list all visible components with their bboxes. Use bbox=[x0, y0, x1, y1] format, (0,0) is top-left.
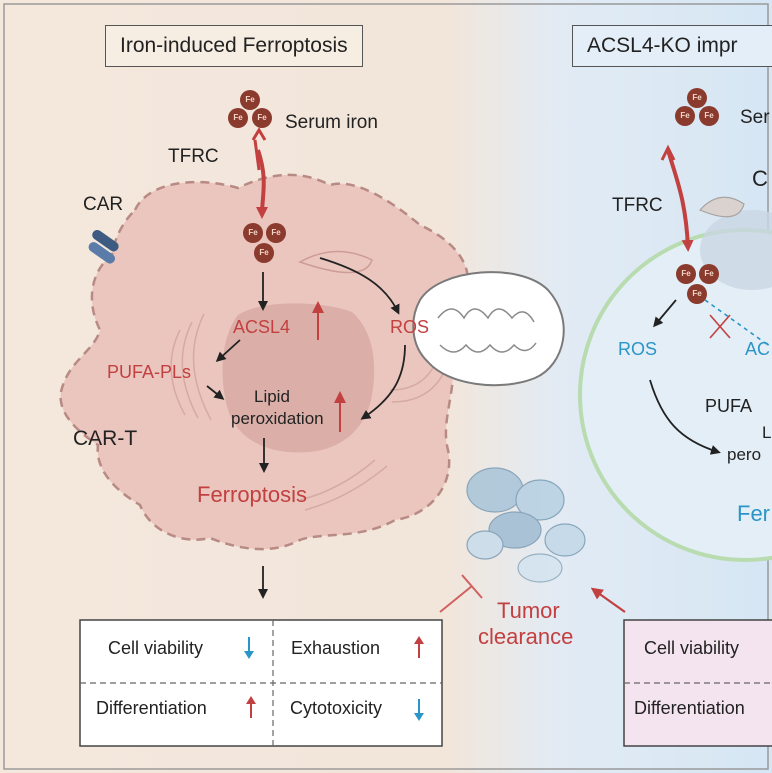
right-tfrc-arrow bbox=[666, 149, 694, 252]
car-t-label: CAR-T bbox=[73, 427, 138, 450]
up-arrow-icon bbox=[414, 636, 424, 658]
right-lipid-arrow bbox=[649, 379, 721, 455]
car-receptor bbox=[88, 229, 119, 264]
iron-particle: Fe bbox=[254, 243, 274, 263]
iron-particle: Fe bbox=[243, 223, 263, 243]
serum-iron-label: Serum iron bbox=[285, 112, 378, 133]
inhibition-bar bbox=[461, 574, 483, 599]
right-pero-label: pero bbox=[727, 445, 762, 464]
tumor-label: Tumor bbox=[497, 598, 560, 623]
pathway-arrows bbox=[206, 257, 406, 599]
right-c-label: C bbox=[752, 166, 768, 191]
right-ac-label: AC bbox=[745, 339, 771, 359]
table-cell-differentiation: Differentiation bbox=[96, 698, 207, 718]
table-cell-exhaustion: Exhaustion bbox=[291, 638, 381, 658]
right-mitochondrion bbox=[698, 196, 745, 218]
er-lines bbox=[170, 313, 451, 511]
lipid-label: Lipid bbox=[254, 387, 290, 406]
right-table-cell-differentiation: Differentiation bbox=[634, 698, 745, 718]
acsl4-label: ACSL4 bbox=[233, 317, 291, 337]
iron-particle: Fe bbox=[228, 108, 248, 128]
right-table-cell-viability: Cell viability bbox=[644, 638, 740, 658]
right-ros-arrow bbox=[653, 299, 677, 328]
tumor-red-arrow bbox=[590, 587, 626, 613]
tfrc-receptor bbox=[251, 127, 267, 171]
right-l-label: L bbox=[762, 423, 772, 442]
tfrc-label: TFRC bbox=[168, 146, 219, 167]
down-arrow-icon bbox=[244, 637, 254, 659]
left-panel-title: Iron-induced Ferroptosis bbox=[105, 25, 363, 67]
iron-particle: Fe bbox=[687, 88, 707, 108]
right-serum-label: Ser bbox=[740, 107, 770, 128]
iron-particle: Fe bbox=[240, 90, 260, 110]
clearance-label: clearance bbox=[478, 624, 574, 649]
iron-particle: Fe bbox=[252, 108, 272, 128]
iron-particle: Fe bbox=[266, 223, 286, 243]
right-ros-label: ROS bbox=[618, 339, 658, 359]
table-cell-cytotoxicity: Cytotoxicity bbox=[290, 698, 383, 718]
iron-particle: Fe bbox=[675, 106, 695, 126]
iron-particle: Fe bbox=[676, 264, 696, 284]
iron-particle: Fe bbox=[699, 106, 719, 126]
right-fer-label: Fer bbox=[737, 501, 770, 526]
car-t-nucleus bbox=[222, 303, 375, 453]
peroxidation-label: peroxidation bbox=[231, 409, 324, 428]
cell-mitochondrion bbox=[298, 250, 373, 274]
iron-particle: Fe bbox=[699, 264, 719, 284]
right-block-x bbox=[709, 314, 731, 339]
tfrc-iron-arrow bbox=[256, 149, 269, 219]
ferroptosis-label: Ferroptosis bbox=[197, 482, 308, 507]
up-arrow-icon bbox=[246, 696, 256, 718]
iron-particle: Fe bbox=[687, 284, 707, 304]
right-tfrc-receptor bbox=[660, 144, 676, 161]
ros-label: ROS bbox=[390, 317, 430, 337]
right-panel-title: ACSL4-KO impr bbox=[572, 25, 772, 67]
down-arrow-icon bbox=[414, 699, 424, 721]
car-label: CAR bbox=[83, 194, 124, 215]
mitochondrion bbox=[412, 271, 565, 387]
right-pufa-label: PUFA bbox=[705, 396, 753, 416]
right-dashed-line bbox=[704, 299, 769, 346]
tumor-cluster bbox=[466, 467, 586, 583]
inhibition-line bbox=[439, 585, 473, 613]
pufa-pls-label: PUFA-PLs bbox=[107, 362, 192, 382]
right-table-frame bbox=[623, 619, 772, 747]
left-table-frame bbox=[79, 619, 443, 747]
right-tfrc-label: TFRC bbox=[612, 195, 663, 216]
table-cell-cell-viability: Cell viability bbox=[108, 638, 204, 658]
